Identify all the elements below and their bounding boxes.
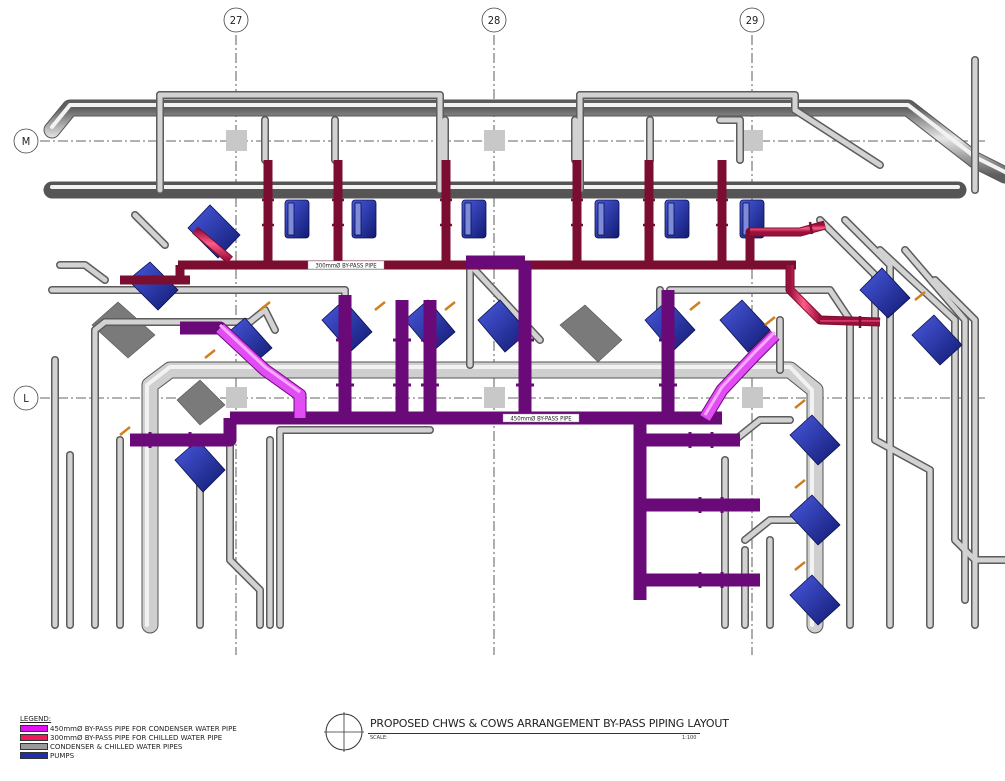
legend-item: 300mmØ BY-PASS PIPE FOR CHILLED WATER PI… [20, 733, 280, 742]
grid-label-27: 27 [230, 14, 243, 27]
grid-bubble-29 [739, 7, 765, 33]
chilled-bypass-label: 300mmØ BY-PASS PIPE [315, 263, 377, 270]
pumps [127, 199, 963, 626]
grid-bubble-labels: 27 28 29 M L [22, 14, 759, 405]
grid-label-L: L [23, 392, 29, 405]
grid-label-M: M [22, 135, 31, 148]
title-block: PROPOSED CHWS & COWS ARRANGEMENT BY-PASS… [322, 710, 729, 754]
grid-bubble-L [13, 385, 39, 411]
condenser-bypass-label: 450mmØ BY-PASS PIPE [510, 416, 572, 423]
condenser-chilled-pipes [43, 56, 1005, 634]
grid-bubble-27 [223, 7, 249, 33]
grid-label-29: 29 [746, 14, 759, 27]
scale-label: SCALE: [370, 735, 388, 741]
column-markers [226, 130, 763, 408]
equipment-blocks [91, 301, 623, 426]
scale-value: 1:100 [682, 735, 697, 741]
grid-bubble-28 [481, 7, 507, 33]
legend-label: CONDENSER & CHILLED WATER PIPES [50, 742, 183, 751]
legend-item: CONDENSER & CHILLED WATER PIPES [20, 742, 280, 751]
legend-label: PUMPS [50, 751, 75, 760]
grid-label-28: 28 [488, 14, 501, 27]
legend-title: LEGEND: [20, 715, 52, 723]
valve-handles [119, 291, 926, 571]
legend-swatch-water-pipes [20, 743, 48, 750]
condenser-bypass-pipes [130, 255, 780, 600]
grid-bubbles [13, 7, 765, 411]
legend-label: 450mmØ BY-PASS PIPE FOR CONDENSER WATER … [50, 724, 237, 733]
grid-bubble-M [13, 128, 39, 154]
drawing-title: PROPOSED CHWS & COWS ARRANGEMENT BY-PASS… [370, 717, 729, 730]
legend-swatch-chilled-bypass [20, 734, 48, 741]
legend-item: PUMPS [20, 751, 280, 760]
legend-swatch-condenser-bypass [20, 725, 48, 732]
title-underline [368, 733, 700, 734]
pipe-labels: 300mmØ BY-PASS PIPE 450mmØ BY-PASS PIPE [307, 260, 580, 423]
legend-label: 300mmØ BY-PASS PIPE FOR CHILLED WATER PI… [50, 733, 223, 742]
legend-swatch-pumps [20, 752, 48, 759]
legend-item: 450mmØ BY-PASS PIPE FOR CONDENSER WATER … [20, 724, 280, 733]
legend: LEGEND: 450mmØ BY-PASS PIPE FOR CONDENSE… [20, 715, 280, 760]
section-mark-icon [324, 712, 364, 752]
